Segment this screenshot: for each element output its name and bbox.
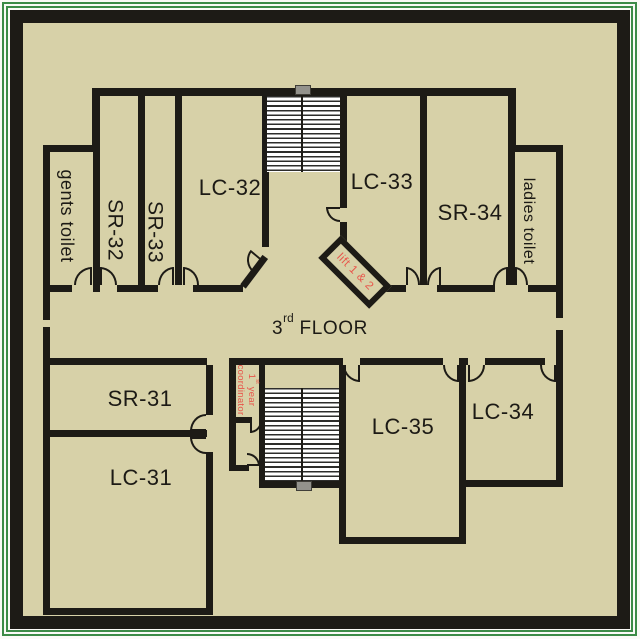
- wall: [459, 480, 563, 487]
- wall: [193, 285, 243, 292]
- wall: [340, 96, 347, 208]
- wall: [206, 365, 213, 415]
- door-arc-sr-31: [190, 414, 206, 431]
- wall: [43, 145, 100, 152]
- wall: [508, 145, 563, 152]
- room-label-lc-35: LC-35: [371, 413, 435, 439]
- door-arc-sr-33: [158, 267, 174, 285]
- wall: [93, 285, 100, 292]
- coordinator-line1: 1st year: [245, 373, 260, 407]
- room-label-coordinator: 1st year coordinator: [235, 364, 260, 416]
- wall: [339, 537, 466, 544]
- wall: [117, 285, 158, 292]
- wall: [43, 327, 50, 608]
- wall: [229, 365, 236, 470]
- wall: [557, 358, 563, 365]
- stair-landing-marker: [296, 481, 312, 491]
- wall: [556, 362, 563, 487]
- stair-landing-marker: [295, 85, 311, 95]
- wall: [262, 96, 269, 247]
- wall: [236, 417, 252, 423]
- wall: [437, 285, 495, 292]
- room-label-gents-toilet: gents toilet: [56, 169, 77, 263]
- wall: [508, 152, 515, 285]
- wall: [339, 365, 346, 537]
- wall: [93, 152, 100, 285]
- wall: [459, 358, 468, 365]
- wall: [259, 365, 265, 481]
- stair-divider: [301, 96, 303, 172]
- wall: [340, 222, 347, 248]
- wall: [43, 285, 72, 292]
- wall: [43, 152, 50, 320]
- wall: [229, 358, 343, 365]
- staircase-top: [267, 96, 340, 172]
- room-label-sr-31: SR-31: [107, 385, 173, 411]
- door-arc-sr-34-left: [427, 267, 441, 285]
- wall: [43, 608, 213, 615]
- wall: [92, 96, 100, 145]
- room-label-lc-32: LC-32: [198, 174, 262, 200]
- wall: [459, 487, 466, 537]
- wall: [206, 452, 213, 608]
- coordinator-line2: coordinator: [235, 364, 247, 416]
- wall: [43, 430, 207, 437]
- wall: [229, 465, 249, 471]
- wall: [508, 96, 516, 145]
- room-label-sr-33: SR-33: [143, 200, 167, 264]
- stair-divider: [301, 388, 303, 481]
- room-label-sr-34: SR-34: [437, 199, 503, 225]
- wall: [459, 365, 466, 480]
- site-boundary-inner: [6, 6, 633, 632]
- room-label-lc-31: LC-31: [109, 464, 173, 490]
- room-label-ladies-toilet: ladies toilet: [519, 177, 537, 265]
- wall: [175, 96, 182, 285]
- wall: [420, 96, 427, 285]
- room-label-sr-32: SR-32: [103, 198, 127, 262]
- wall: [382, 285, 406, 292]
- floor-title: 3rd FLOOR: [272, 311, 368, 340]
- wall: [556, 152, 563, 318]
- wall: [43, 358, 207, 365]
- door-arc-gents-toilet: [74, 267, 92, 285]
- room-label-lc-34: LC-34: [471, 398, 535, 424]
- wall: [138, 96, 145, 285]
- wall: [485, 358, 545, 365]
- wall: [360, 358, 443, 365]
- wall: [528, 285, 560, 292]
- door-arc-sr-34-right: [493, 267, 508, 285]
- wall: [556, 330, 563, 362]
- room-label-lc-33: LC-33: [350, 168, 414, 194]
